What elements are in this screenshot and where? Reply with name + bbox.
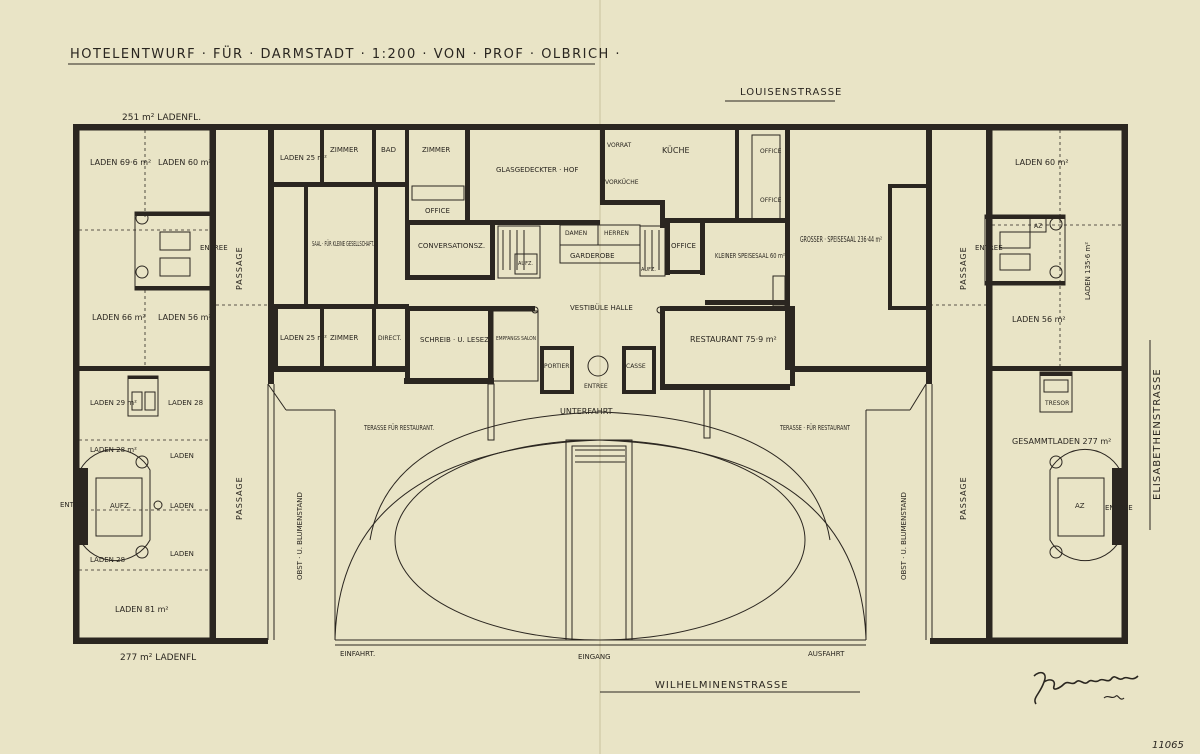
label-eingang: EINGANG <box>578 653 611 661</box>
room-office-3: OFFICE <box>760 197 782 204</box>
room-saal: SAAL · FÜR KLEINE GESELLSCHAFT. <box>312 239 374 248</box>
area-note-bottom-left: 277 m² LADENFL <box>120 653 196 663</box>
outer-walls <box>73 124 1128 644</box>
east-tresor: TRESOR <box>1044 400 1069 407</box>
label-terasse-right: TERASSE · FÜR RESTAURANT <box>779 423 850 432</box>
room-vorkueche: VORKÜCHE <box>605 179 639 186</box>
room-vestibuele: VESTIBÜLE HALLE <box>570 303 633 312</box>
room-zimmer-3: ZIMMER <box>330 334 358 342</box>
east-az: AZ <box>1034 223 1042 230</box>
label-obst-right: OBST · U. BLUMENSTAND <box>900 492 908 580</box>
street-north: LOUISENSTRASSE <box>740 87 842 98</box>
room-glas-hof: GLASGEDECKTER · HOF <box>496 166 578 174</box>
area-note-top-left: 251 m² LADENFL. <box>122 113 201 123</box>
room-conversation: CONVERSATIONSZ. <box>418 242 485 250</box>
west-laden-2: LADEN 60 m² <box>158 158 212 167</box>
east-laden-side: LADEN 135·6 m² <box>1084 242 1092 300</box>
west-aufz: AUFZ. <box>110 502 131 510</box>
inventory-number: 11065 <box>1152 740 1184 751</box>
east-entree-2: ENTREE <box>1105 504 1133 512</box>
west-laden-7: LADEN 28 m² <box>90 446 137 454</box>
olbrich-signature <box>1033 671 1139 705</box>
room-office-2: OFFICE <box>760 148 782 155</box>
east-laden-2: LADEN 56 m² <box>1012 315 1066 324</box>
label-einfahrt: EINFAHRT. <box>340 650 375 658</box>
room-damen: DAMEN <box>565 230 587 237</box>
room-schreib: SCHREIB · U. LESEZ. <box>420 336 491 344</box>
room-laden-bottom: LADEN 25 m² <box>280 334 327 342</box>
east-laden-1: LADEN 60 m² <box>1015 158 1069 167</box>
west-laden-9: LADEN <box>170 502 194 510</box>
passage-right-upper: PASSAGE <box>959 246 968 290</box>
east-gesammtladen: GESAMMTLADEN 277 m² <box>1012 437 1111 446</box>
room-office-4: OFFICE <box>671 242 696 250</box>
room-laden-top: LADEN 25 m² <box>280 154 327 162</box>
passage-left-lower: PASSAGE <box>235 476 244 520</box>
room-portier: PORTIER <box>544 363 569 370</box>
west-block <box>78 124 216 644</box>
room-herren: HERREN <box>604 230 629 237</box>
west-laden-1: LADEN 69·6 m² <box>90 158 151 167</box>
room-kleiner-speisesaal: KLEINER SPEISESAAL 60 m² <box>715 252 785 260</box>
room-entree: ENTREE <box>584 383 608 390</box>
west-entree: ENTREE <box>200 244 228 252</box>
west-laden-8: LADEN <box>170 452 194 460</box>
west-laden-11: LADEN 28 <box>90 556 125 564</box>
west-laden-4: LADEN 56 m² <box>158 313 212 322</box>
room-grosser-speisesaal: GROSSER · SPEISESAAL 236·44 m² <box>800 235 882 244</box>
room-casse: CASSE <box>626 363 646 370</box>
room-empfang: EMPFANGS SALON <box>496 336 536 342</box>
room-aufz-1: AUFZ. <box>518 261 533 267</box>
room-direct: DIRECT. <box>378 335 401 342</box>
west-laden-5: LADEN 29 m² <box>90 399 137 407</box>
room-aufz-2: AUFZ. <box>641 267 656 273</box>
plan-title: HOTELENTWURF · FÜR · DARMSTADT · 1:200 ·… <box>70 45 621 62</box>
east-entree: ENTREE <box>975 244 1003 252</box>
room-zimmer-1: ZIMMER <box>330 146 358 154</box>
central-block <box>268 124 932 441</box>
east-block <box>984 124 1128 644</box>
label-ausfahrt: AUSFAHRT <box>808 650 845 658</box>
room-restaurant: RESTAURANT 75·9 m² <box>690 335 777 344</box>
passage-right-lower: PASSAGE <box>959 476 968 520</box>
room-bad: BAD <box>381 146 396 154</box>
forecourt <box>267 383 933 646</box>
passage-left-upper: PASSAGE <box>235 246 244 290</box>
west-laden-10: LADEN <box>170 550 194 558</box>
label-terasse-left: TERASSE FÜR RESTAURANT. <box>363 423 434 432</box>
label-obst-left: OBST · U. BLUMENSTAND <box>296 492 304 580</box>
west-entree-2: ENTREE <box>60 501 88 509</box>
street-south: WILHELMINENSTRASSE <box>655 680 789 691</box>
room-garderobe: GARDEROBE <box>570 252 615 260</box>
west-laden-6: LADEN 28 <box>168 399 203 407</box>
room-office-1: OFFICE <box>425 207 450 215</box>
east-az-2: AZ <box>1075 502 1085 510</box>
street-east: ELISABETHENSTRASSE <box>1152 368 1163 500</box>
room-vorrat: VORRAT <box>607 142 631 149</box>
label-unterfahrt: UNTERFAHRT <box>560 407 613 416</box>
west-laden-3: LADEN 66 m² <box>92 313 146 322</box>
west-laden-12: LADEN 81 m² <box>115 605 169 614</box>
room-kueche: KÜCHE <box>662 145 690 155</box>
room-zimmer-2: ZIMMER <box>422 146 450 154</box>
